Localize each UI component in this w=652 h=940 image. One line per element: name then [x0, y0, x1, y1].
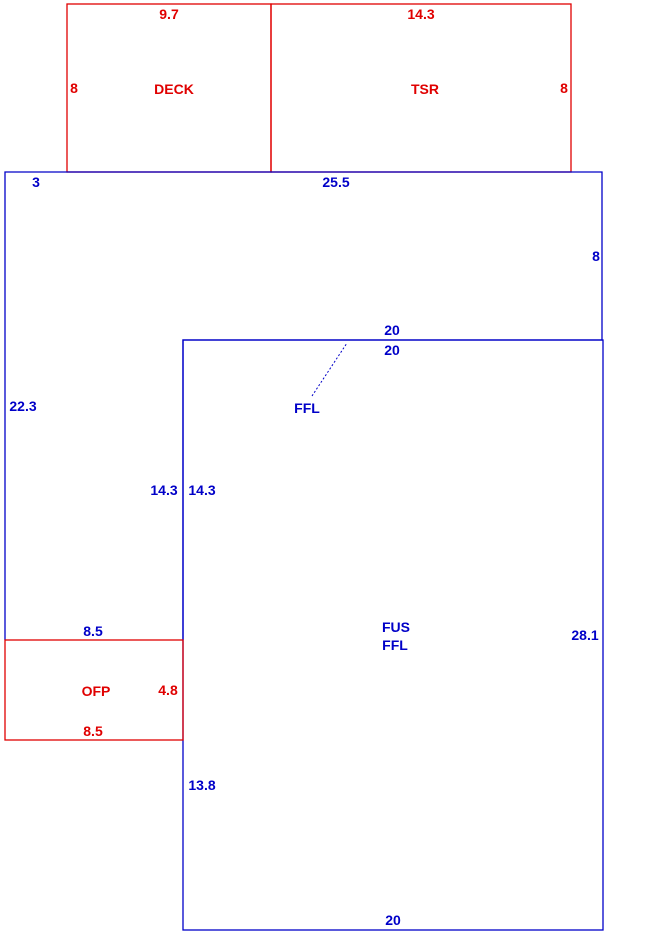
ffl-bottom-label: 20: [384, 322, 400, 338]
tsr-area-label: TSR: [411, 81, 439, 97]
fus-area-label-1: FUS: [382, 619, 410, 635]
ofp-right-label: 4.8: [158, 682, 178, 698]
fus-outline: [182, 339, 604, 931]
ffl-area-label: FFL: [294, 400, 320, 416]
deck-width-label: 9.7: [159, 6, 179, 22]
ofp-bottom-label: 8.5: [83, 723, 103, 739]
ofp-outline: [4, 639, 184, 741]
fus-bottom-label: 20: [385, 912, 401, 928]
ffl-inner-label: 14.3: [150, 482, 177, 498]
fus-area-label-2: FFL: [382, 637, 408, 653]
tsr-width-label: 14.3: [407, 6, 434, 22]
fus-right-label: 28.1: [571, 627, 598, 643]
fus-left-lower-label: 13.8: [188, 777, 215, 793]
deck-depth-label: 8: [70, 80, 78, 96]
tsr-depth-label: 8: [560, 80, 568, 96]
deck-area-label: DECK: [154, 81, 194, 97]
fus-left-upper-label: 14.3: [188, 482, 215, 498]
ffl-right-label: 8: [592, 248, 600, 264]
ofp-area-label: OFP: [82, 683, 111, 699]
ffl-left-label: 22.3: [9, 398, 36, 414]
ffl-top-left-label: 3: [32, 174, 40, 190]
ffl-leader-line: [311, 342, 348, 397]
ffl-top-label: 25.5: [322, 174, 349, 190]
ofp-top-label: 8.5: [83, 623, 103, 639]
fus-top-label: 20: [384, 342, 400, 358]
